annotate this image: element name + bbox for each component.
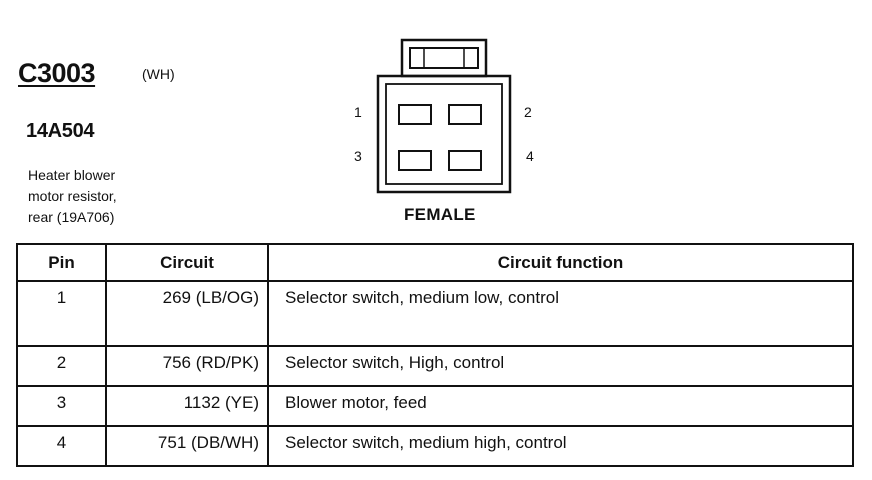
pin-cell: 2 xyxy=(16,345,107,387)
connector-housing-inner xyxy=(385,83,503,185)
table-row: 3 1132 (YE) Blower motor, feed xyxy=(16,385,854,427)
column-header-circuit-function: Circuit function xyxy=(267,243,854,282)
pin-cavity-3 xyxy=(398,150,432,171)
connector-lock-tab xyxy=(400,38,488,78)
table-row: 4 751 (DB/WH) Selector switch, medium hi… xyxy=(16,425,854,467)
circuit-cell: 751 (DB/WH) xyxy=(105,425,269,467)
table-row: 2 756 (RD/PK) Selector switch, High, con… xyxy=(16,345,854,387)
connector-color: (WH) xyxy=(142,66,175,82)
table-row: 1 269 (LB/OG) Selector switch, medium lo… xyxy=(16,280,854,347)
pin-label-4: 4 xyxy=(526,148,534,164)
pin-cell: 1 xyxy=(16,280,107,347)
circuit-cell: 1132 (YE) xyxy=(105,385,269,427)
pin-label-1: 1 xyxy=(354,104,362,120)
circuit-function-cell: Selector switch, High, control xyxy=(267,345,854,387)
pin-label-2: 2 xyxy=(524,104,532,120)
circuit-cell: 269 (LB/OG) xyxy=(105,280,269,347)
circuit-function-cell: Blower motor, feed xyxy=(267,385,854,427)
pinout-table: Pin Circuit Circuit function 1 269 (LB/O… xyxy=(16,243,854,467)
pin-cell: 4 xyxy=(16,425,107,467)
connector-housing xyxy=(376,74,512,194)
pin-cavity-1 xyxy=(398,104,432,125)
circuit-function-cell: Selector switch, medium high, control xyxy=(267,425,854,467)
circuit-function-cell: Selector switch, medium low, control xyxy=(267,280,854,347)
part-number: 14A504 xyxy=(26,120,95,142)
pin-cavity-2 xyxy=(448,104,482,125)
connector-id: C3003 xyxy=(18,58,96,88)
pin-label-3: 3 xyxy=(354,148,362,164)
circuit-cell: 756 (RD/PK) xyxy=(105,345,269,387)
connector-lock-tab-inner xyxy=(409,47,479,69)
table-header-row: Pin Circuit Circuit function xyxy=(16,243,854,282)
connector-description-line: rear (19A706) xyxy=(28,209,115,225)
pin-cell: 3 xyxy=(16,385,107,427)
column-header-pin: Pin xyxy=(16,243,107,282)
column-header-circuit: Circuit xyxy=(105,243,269,282)
connector-gender-label: FEMALE xyxy=(404,205,476,224)
pin-cavity-4 xyxy=(448,150,482,171)
connector-description-line: Heater blower xyxy=(28,167,116,183)
connector-face-diagram xyxy=(376,38,512,194)
connector-description-line: motor resistor, xyxy=(28,188,117,204)
